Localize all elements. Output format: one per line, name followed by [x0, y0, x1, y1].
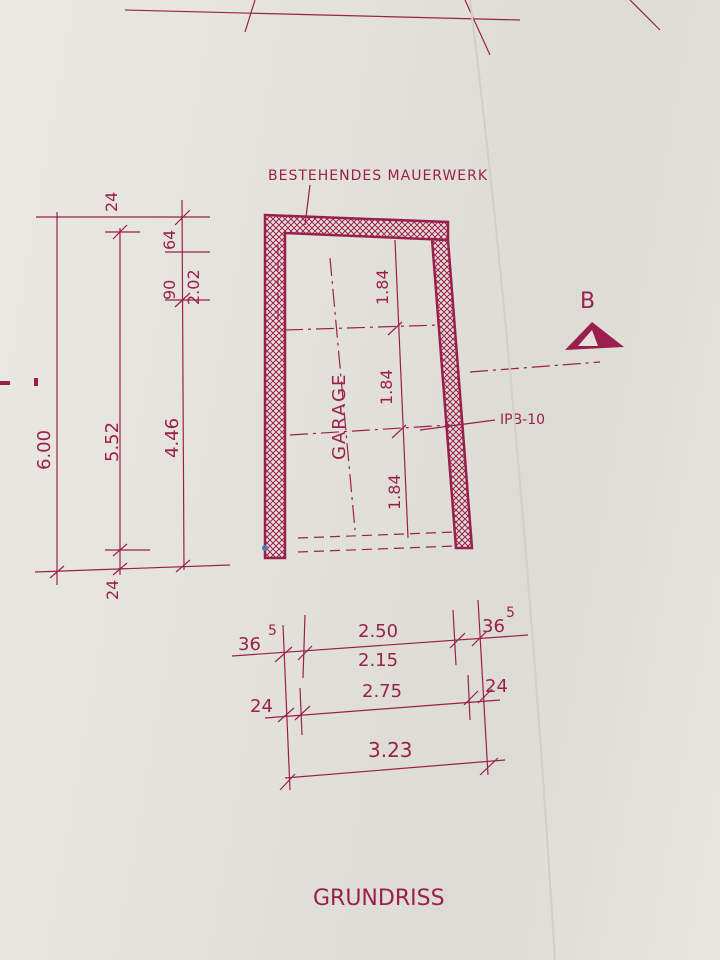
dim-row1-left-sup: 5: [268, 623, 277, 639]
vertical-dimension-lines: [34, 199, 231, 585]
paper-fold: [469, 0, 556, 960]
spacing-3: 1.84: [385, 474, 404, 510]
spacing-1: 1.84: [373, 269, 392, 305]
dim-row1-right: 36: [482, 616, 505, 637]
interior-spacing-dimension: [387, 239, 409, 539]
top-drawing-remnant: [124, 0, 661, 56]
drawing-title: GRUNDRISS: [313, 886, 445, 911]
beam-axis-lines: [284, 324, 601, 436]
dim-row1-mid: 2.50: [358, 621, 398, 642]
center-axis: [329, 257, 356, 531]
beam-leader: [419, 419, 496, 431]
dim-inner-height: 5.52: [102, 422, 123, 462]
spacing-2: 1.84: [377, 369, 396, 405]
section-marker: [565, 322, 624, 350]
dim-row2-left: 24: [250, 696, 273, 717]
dim-overall-width: 3.23: [368, 738, 413, 762]
dim-opening: 4.46: [162, 418, 183, 458]
garage-door-lines: [277, 245, 457, 553]
room-label: GARAGE: [329, 373, 350, 460]
dim-wall-top: 24: [102, 192, 121, 212]
dim-row2-mid: 2.75: [362, 681, 402, 702]
dim-row1-left: 36: [238, 634, 261, 655]
existing-wall-label: BESTEHENDES MAUERWERK: [268, 168, 488, 184]
dim-row2-right: 24: [485, 676, 508, 697]
dim-wall-bottom: 24: [103, 580, 122, 600]
pin-dot: [262, 545, 268, 551]
beam-label: IPB-10: [500, 412, 545, 428]
dim-row1-right-sup: 5: [506, 605, 515, 621]
garage-walls: [263, 213, 474, 560]
dim-row1-below: 2.15: [358, 650, 398, 671]
dim-90: 90: [160, 280, 179, 300]
horizontal-dimension-lines: [231, 599, 529, 791]
dim-64: 64: [160, 230, 179, 250]
dim-202: 2.02: [184, 269, 203, 305]
section-marker-label: B: [580, 289, 595, 314]
dim-overall-height: 6.00: [34, 430, 55, 470]
